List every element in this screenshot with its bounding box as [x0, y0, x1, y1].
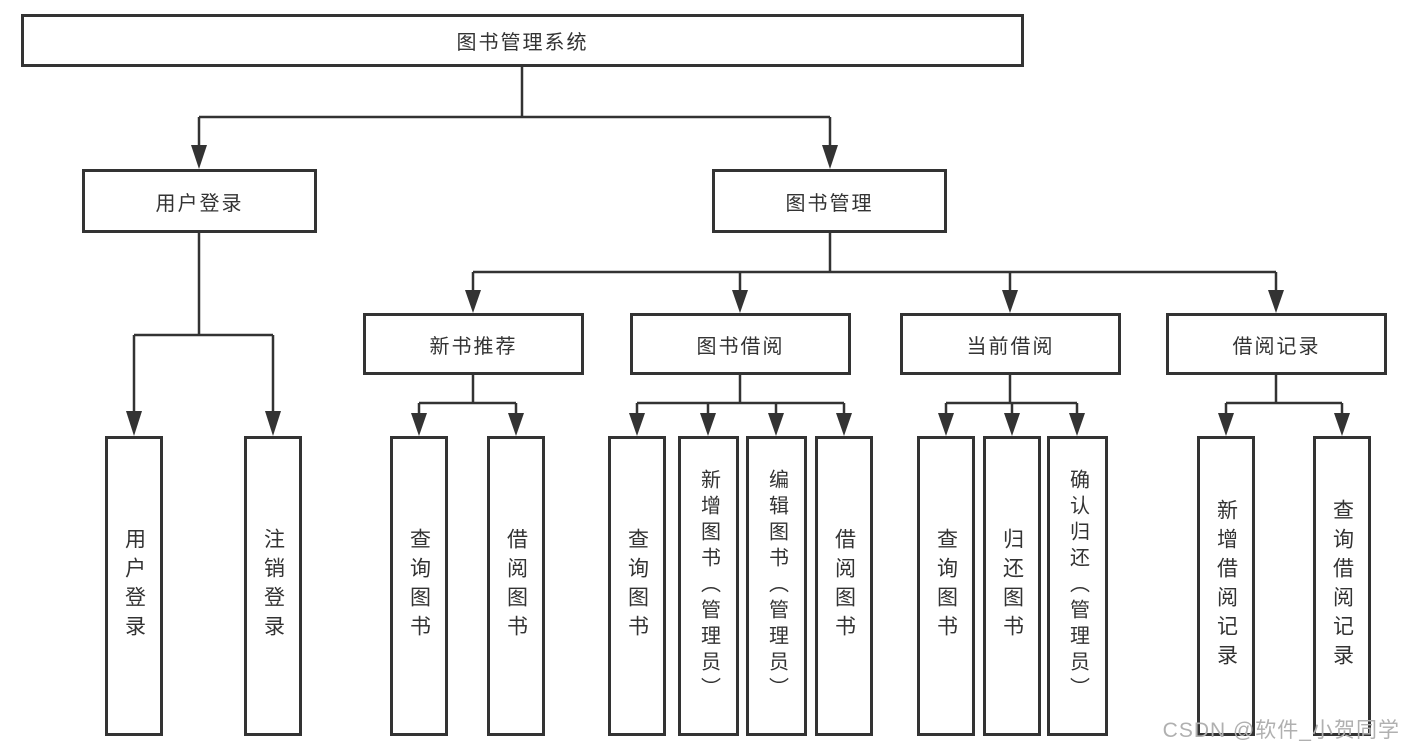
- leaf-logout: 注销登录: [244, 436, 302, 736]
- leaf-query-books-current-label: 查询图书: [934, 528, 958, 644]
- leaf-edit-book-admin: 编辑图书（管理员）: [746, 436, 807, 736]
- arrowhead: [265, 411, 281, 436]
- arrowhead: [1004, 413, 1020, 436]
- leaf-borrow-books-recommend: 借阅图书: [487, 436, 545, 736]
- leaf-confirm-return-admin-label: 确认归还（管理员）: [1066, 469, 1089, 703]
- arrowhead: [411, 413, 427, 436]
- leaf-return-books-label: 归还图书: [1000, 528, 1024, 644]
- leaf-borrow-books-label: 借阅图书: [832, 528, 856, 644]
- csdn-watermark: CSDN @软件_小贺同学: [1162, 719, 1400, 742]
- arrowhead: [938, 413, 954, 436]
- leaf-query-books-recommend: 查询图书: [390, 436, 448, 736]
- arrowhead: [508, 413, 524, 436]
- leaf-add-borrow-record-label: 新增借阅记录: [1214, 499, 1238, 673]
- node-root-label: 图书管理系统: [456, 32, 589, 54]
- arrowhead: [768, 413, 784, 436]
- arrowhead: [836, 413, 852, 436]
- arrowhead: [700, 413, 716, 436]
- arrowhead: [732, 290, 748, 313]
- leaf-return-books: 归还图书: [983, 436, 1041, 736]
- leaf-edit-book-admin-label: 编辑图书（管理员）: [765, 469, 788, 703]
- arrowhead: [126, 411, 142, 436]
- leaf-query-books-current: 查询图书: [917, 436, 975, 736]
- node-book-borrow-label: 图书借阅: [696, 335, 785, 358]
- leaf-confirm-return-admin: 确认归还（管理员）: [1047, 436, 1108, 736]
- node-borrow-records: 借阅记录: [1166, 313, 1387, 375]
- node-new-book-recommend-label: 新书推荐: [429, 335, 518, 358]
- leaf-add-book-admin-label: 新增图书（管理员）: [697, 469, 720, 703]
- leaf-logout-label: 注销登录: [261, 528, 285, 644]
- node-book-management-label: 图书管理: [785, 192, 874, 215]
- leaf-query-borrow-record: 查询借阅记录: [1313, 436, 1371, 736]
- leaf-borrow-books-recommend-label: 借阅图书: [504, 528, 528, 644]
- arrowhead: [1002, 290, 1018, 313]
- node-user-login-label: 用户登录: [155, 192, 244, 215]
- leaf-user-login-label: 用户登录: [122, 528, 146, 644]
- arrowhead: [191, 145, 207, 169]
- leaf-user-login: 用户登录: [105, 436, 163, 736]
- arrowhead: [822, 145, 838, 169]
- node-book-management: 图书管理: [712, 169, 947, 233]
- leaf-borrow-books: 借阅图书: [815, 436, 873, 736]
- node-borrow-records-label: 借阅记录: [1232, 335, 1321, 358]
- arrowhead: [465, 290, 481, 313]
- leaf-query-books-borrow: 查询图书: [608, 436, 666, 736]
- leaf-query-books-borrow-label: 查询图书: [625, 528, 649, 644]
- arrowhead: [1334, 413, 1350, 436]
- leaf-query-books-recommend-label: 查询图书: [407, 528, 431, 644]
- node-book-borrow: 图书借阅: [630, 313, 851, 375]
- arrowhead: [629, 413, 645, 436]
- leaf-add-book-admin: 新增图书（管理员）: [678, 436, 739, 736]
- node-new-book-recommend: 新书推荐: [363, 313, 584, 375]
- arrowhead: [1218, 413, 1234, 436]
- leaf-add-borrow-record: 新增借阅记录: [1197, 436, 1255, 736]
- node-current-borrow-label: 当前借阅: [966, 335, 1055, 358]
- leaf-query-borrow-record-label: 查询借阅记录: [1330, 499, 1354, 673]
- arrowhead: [1069, 413, 1085, 436]
- node-root-system: 图书管理系统: [21, 14, 1024, 67]
- node-current-borrow: 当前借阅: [900, 313, 1121, 375]
- arrowhead: [1268, 290, 1284, 313]
- node-user-login: 用户登录: [82, 169, 317, 233]
